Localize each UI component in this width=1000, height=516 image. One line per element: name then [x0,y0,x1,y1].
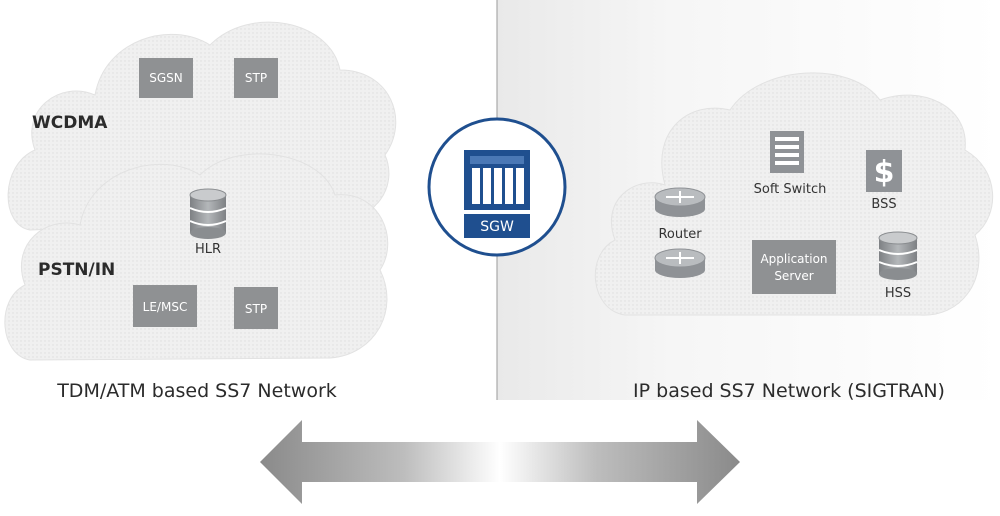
pstn-cloud [4,153,389,361]
wcdma-label: WCDMA [32,113,108,133]
bss-label: BSS [871,197,896,212]
sgsn-node: SGSN [139,58,193,98]
tdm-network-caption: TDM/ATM based SS7 Network [56,380,337,402]
dollar-icon: $ [866,150,902,192]
sgsn-label: SGSN [149,71,183,85]
stp-bottom-node: STP [234,287,278,329]
soft-switch-label: Soft Switch [754,182,827,197]
router-label: Router [658,227,702,242]
hss-label: HSS [885,286,911,301]
hlr-label: HLR [195,242,221,257]
le-msc-node: LE/MSC [133,285,197,327]
app-server-line1: Application [760,252,827,266]
le-msc-label: LE/MSC [143,300,188,314]
bidirectional-arrow-icon [260,420,740,504]
application-server-node: Application Server [752,240,836,294]
stp-top-node: STP [234,58,278,98]
sgw-label: SGW [480,219,514,235]
svg-text:$: $ [874,155,895,190]
router-icon-top [654,187,706,217]
ip-network-caption: IP based SS7 Network (SIGTRAN) [633,380,945,402]
rack-server-icon [464,150,530,210]
hlr-database-icon [189,188,227,239]
router-icon-bottom [654,248,706,278]
pstn-label: PSTN/IN [38,260,115,280]
app-server-line2: Server [774,269,813,283]
hss-database-icon [878,231,918,280]
soft-switch-icon [770,131,804,173]
stp-top-label: STP [245,71,267,85]
sgw-gateway: SGW [427,117,567,257]
stp-bottom-label: STP [245,302,267,316]
